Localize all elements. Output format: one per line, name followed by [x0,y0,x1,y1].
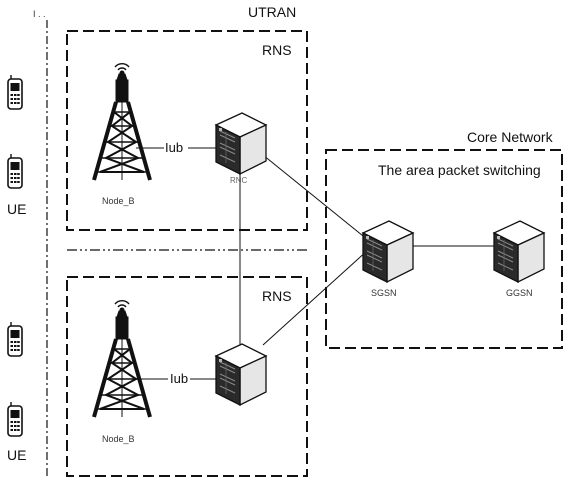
rns-label-bottom: RNS [262,288,292,304]
phone-icon [7,153,23,189]
core-network-box [325,149,563,349]
tower-icon [92,298,152,419]
sgsn-server-icon [362,220,414,283]
rnc-label: RNC [230,176,248,185]
ue-label-bottom: UE [7,447,27,463]
iub-label-bottom: Iub [170,371,189,386]
core-network-label: Core Network [467,129,553,145]
core-subtitle: The area packet switching [378,162,541,178]
iub-label-top: Iub [165,140,184,155]
rnc-server-icon [215,343,267,406]
rnc-sgsn-link [262,154,369,241]
nodeb-label-bottom: Node_B [102,434,135,444]
utran-corner-mark: I . . [33,9,46,19]
rns-label-top: RNS [262,42,292,58]
nodeb-label-top: Node_B [102,196,135,206]
phone-icon [7,401,23,437]
phone-icon [7,321,23,357]
phone-icon [7,74,23,110]
ue-label-top: UE [7,201,27,217]
rnc-server-icon [215,112,267,175]
utran-label: UTRAN [248,4,297,20]
sgsn-label: SGSN [371,288,397,298]
ggsn-label: GGSN [506,288,533,298]
rns-box-bottom [66,276,308,477]
ggsn-server-icon [493,220,545,283]
tower-icon [92,61,152,183]
rnc2-sgsn-link [262,249,369,346]
rns-box-top [66,30,308,231]
